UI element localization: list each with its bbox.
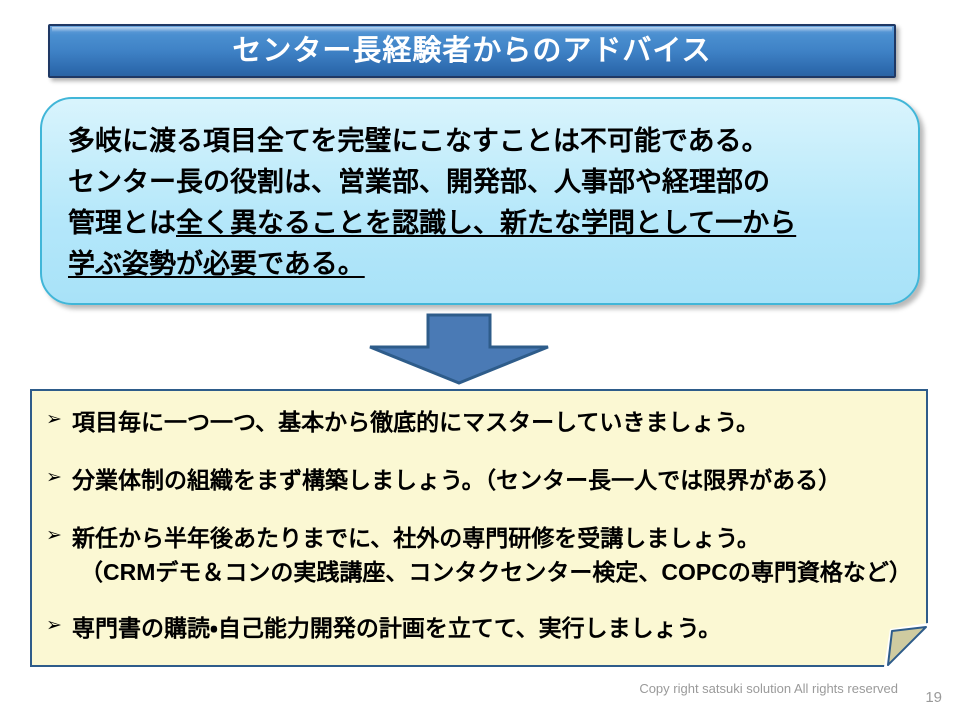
list-item: ➢ 分業体制の組織をまず構築しましょう。（センター長一人では限界がある） (46, 463, 908, 497)
statement-line-2-plain: センター長の役割は、営業部、開発部、人事部や経理部の (68, 167, 770, 197)
list-item: ➢ 専門書の購読・自己能力開発の計画を立てて、実行しましょう。 (46, 611, 908, 645)
advice-item-line: 専門書の購読・自己能力開発の計画を立てて、実行しましょう。 (72, 615, 722, 641)
folded-corner-icon (884, 623, 928, 667)
page-title: センター長経験者からのアドバイス (232, 34, 712, 67)
slide-footer: Copy right satsuki solution All rights r… (0, 674, 960, 720)
advice-panel-background (30, 389, 928, 667)
statement-callout: 多岐に渡る項目全てを完璧にこなすことは不可能である。 センター長の役割は、営業部… (40, 97, 920, 305)
statement-line-3: 管理とは全く異なることを認識し、新たな学問として一から (68, 203, 892, 244)
advice-item-text: 分業体制の組織をまず構築しましょう。（センター長一人では限界がある） (72, 463, 908, 497)
statement-line-4: 学ぶ姿勢が必要である。 (68, 244, 892, 285)
list-item: ➢ 新任から半年後あたりまでに、社外の専門研修を受講しましょう。 （CRMデモ＆… (46, 521, 912, 589)
down-arrow-icon (366, 313, 552, 385)
statement-line-1: 多岐に渡る項目全てを完璧にこなすことは不可能である。 (68, 121, 892, 162)
arrow-bullet-icon: ➢ (46, 467, 62, 488)
statement-line-1-plain: 多岐に渡る項目全てを完璧にこなすことは不可能である。 (68, 126, 769, 156)
slide-title-banner: センター長経験者からのアドバイス (48, 24, 896, 78)
statement-line-2: センター長の役割は、営業部、開発部、人事部や経理部の (68, 162, 892, 203)
list-item: ➢ 項目毎に一つ一つ、基本から徹底的にマスターしていきましょう。 (46, 405, 908, 439)
page-number: 19 (925, 689, 942, 706)
arrow-bullet-icon: ➢ (46, 615, 62, 636)
statement-line-3-underlined: 全く異なることを認識し、新たな学問として一から (176, 208, 797, 238)
advice-list: ➢ 項目毎に一つ一つ、基本から徹底的にマスターしていきましょう。 ➢ 分業体制の… (30, 389, 928, 667)
advice-panel: ➢ 項目毎に一つ一つ、基本から徹底的にマスターしていきましょう。 ➢ 分業体制の… (30, 389, 928, 667)
advice-item-subline: （CRMデモ＆コンの実践講座、コンタクセンター検定、COPCの専門資格など） (80, 559, 912, 585)
advice-item-line: 項目毎に一つ一つ、基本から徹底的にマスターしていきましょう。 (72, 409, 760, 435)
advice-item-text: 項目毎に一つ一つ、基本から徹底的にマスターしていきましょう。 (72, 405, 908, 439)
advice-item-line: 新任から半年後あたりまでに、社外の専門研修を受講しましょう。 (72, 525, 760, 551)
advice-item-text: 新任から半年後あたりまでに、社外の専門研修を受講しましょう。 （CRMデモ＆コン… (72, 521, 912, 589)
arrow-bullet-icon: ➢ (46, 409, 62, 430)
copyright-text: Copy right satsuki solution All rights r… (639, 681, 898, 696)
arrow-bullet-icon: ➢ (46, 525, 62, 546)
statement-line-3-plain: 管理とは (68, 208, 176, 238)
advice-item-text: 専門書の購読・自己能力開発の計画を立てて、実行しましょう。 (72, 611, 908, 645)
statement-line-4-underlined: 学ぶ姿勢が必要である。 (68, 249, 365, 279)
advice-item-line: 分業体制の組織をまず構築しましょう。（センター長一人では限界がある） (72, 467, 842, 493)
